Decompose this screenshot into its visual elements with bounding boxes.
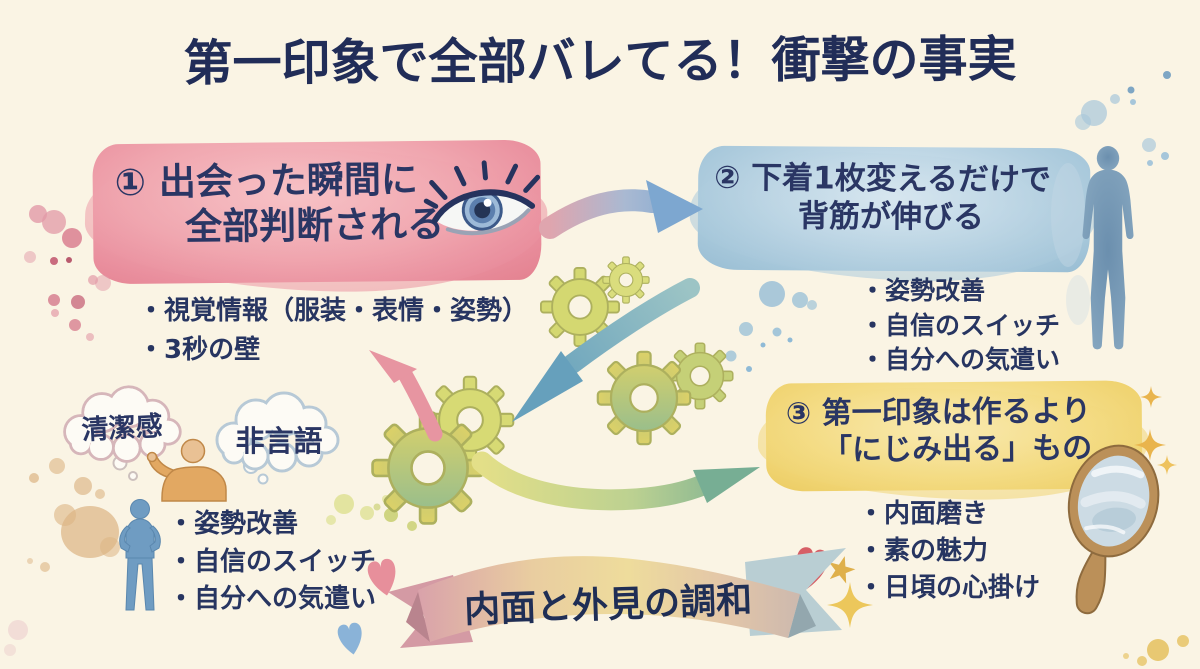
arrow-forward-icon (471, 451, 760, 511)
watercolor-splotch-blue-silhouette (1051, 163, 1090, 325)
sparkle-icon (1140, 386, 1162, 408)
body-silhouette-icon (1082, 146, 1134, 350)
watercolor-splotch-blue-mid (725, 281, 817, 372)
bullet-item: ・3秒の壁 (138, 335, 261, 365)
eye-icon (423, 160, 541, 236)
watercolor-splotch-pink (24, 205, 111, 341)
bullet-item: ・視覚情報（服装・表情・姿勢） (138, 296, 529, 326)
watercolor-splotch-tan (27, 458, 120, 572)
person-figure-icon (119, 499, 161, 611)
thought-bubble-right (215, 391, 340, 473)
bullet-item: ・内面磨き (858, 499, 989, 529)
section1-bullets: ・視覚情報（服装・表情・姿勢） ・3秒の壁 (138, 292, 528, 370)
section3-bullets: ・内面磨き ・素の魅力 ・日頃の心掛け (858, 496, 1040, 607)
gear-icon (596, 350, 692, 446)
bullet-item: ・姿勢改善 (860, 276, 986, 305)
bullet-item: ・姿勢改善 (168, 509, 299, 539)
ribbon-banner (388, 548, 846, 648)
thought-bubble-right-label: 非言語 (235, 424, 323, 458)
bullet-item: ・自信のスイッチ (860, 310, 1061, 340)
arrow-right-icon (539, 180, 703, 239)
hand-mirror-icon (1067, 444, 1160, 615)
bullet-item: ・素の魅力 (858, 535, 989, 566)
heart-icon (336, 621, 366, 657)
gear-icon (602, 256, 650, 304)
section2-bullets: ・姿勢改善 ・自信のスイッチ ・自分への気遣い (860, 274, 1060, 378)
person-figure-icon (146, 438, 227, 502)
watercolor-splotch-green (373, 503, 417, 531)
bullet-item: ・自分への気遣い (168, 584, 377, 615)
watercolor-splotch-pink-corner (4, 620, 28, 656)
arrow-down-left-icon (512, 278, 700, 422)
bullet-item: ・自信のスイッチ (168, 546, 377, 577)
bullet-item: ・自分への気遣い (860, 345, 1061, 374)
bullet-item: ・日頃の心掛け (858, 572, 1041, 603)
watercolor-splotch-yellow-corner (1123, 635, 1189, 666)
figure-bullets: ・姿勢改善 ・自信のスイッチ ・自分への気遣い (168, 506, 376, 619)
watercolor-splotch-blue-top (1075, 71, 1171, 166)
arrow-up-left-icon (369, 350, 443, 442)
